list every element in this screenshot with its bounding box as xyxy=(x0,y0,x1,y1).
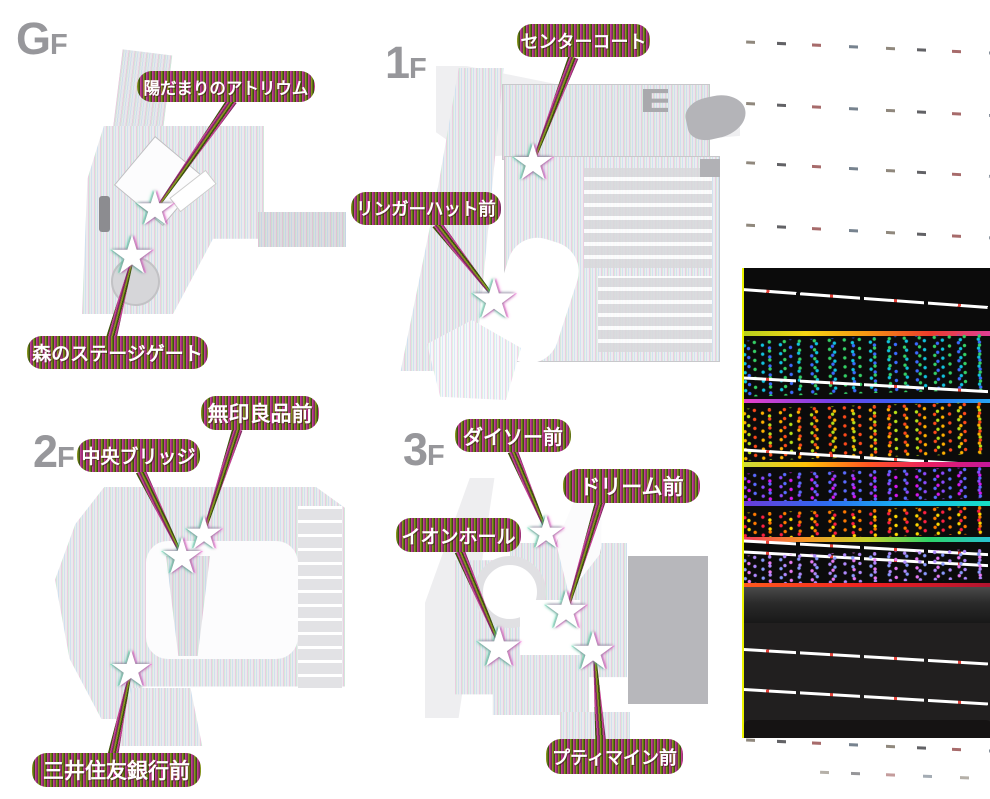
callout-ringer-hut[interactable]: リンガーハット前 xyxy=(351,192,501,225)
callout-center-court[interactable]: センターコート xyxy=(517,24,650,57)
glitch-rainbow-line xyxy=(744,462,990,467)
callout-label: イオンホール xyxy=(401,526,516,548)
callout-muji[interactable]: 無印良品前 xyxy=(201,396,319,430)
callout-label: 三井住友銀行前 xyxy=(43,760,190,783)
floor-number: G xyxy=(16,13,51,64)
1f-map-detail xyxy=(643,89,668,112)
glitched-photo-strip xyxy=(742,268,990,738)
callout-label: プティマイン前 xyxy=(552,747,677,768)
glitch-rainbow-line xyxy=(744,501,990,506)
glitch-rainbow-line xyxy=(744,331,990,336)
floor-suffix: F xyxy=(427,440,445,472)
location-star-icon xyxy=(111,235,153,277)
1f-map-detail xyxy=(700,159,720,177)
floor-number: 3 xyxy=(403,424,428,475)
floor-suffix: F xyxy=(50,29,68,61)
glitch-rainbow-line xyxy=(744,537,990,542)
callout-petit-main[interactable]: プティマイン前 xyxy=(546,739,683,774)
floor-number: 2 xyxy=(33,426,58,477)
glitch-white-line xyxy=(744,687,990,708)
location-star-icon xyxy=(111,650,151,690)
glitch-rainbow-line xyxy=(744,399,990,403)
location-star-icon xyxy=(186,516,222,552)
1f-map-shape xyxy=(502,84,710,160)
glitch-rainbow-line xyxy=(744,583,990,587)
location-star-icon xyxy=(136,190,174,228)
1f-parking-grid xyxy=(584,168,712,268)
location-star-icon xyxy=(545,590,587,632)
location-star-icon xyxy=(477,626,521,670)
glitch-dash-row xyxy=(820,770,990,781)
star-shape xyxy=(111,650,151,687)
callout-mori-stage-gate[interactable]: 森のステージゲート xyxy=(27,336,208,369)
glitch-dash-row xyxy=(746,223,990,240)
star-shape xyxy=(572,631,614,670)
glitch-dash-row xyxy=(746,738,990,753)
glitch-dash-row xyxy=(746,161,990,178)
floor-number: 1 xyxy=(385,37,410,88)
callout-label: センターコート xyxy=(520,31,647,52)
star-shape xyxy=(472,278,516,319)
glitch-dash-row xyxy=(746,40,990,55)
3f-dark-block xyxy=(628,556,708,704)
star-shape xyxy=(477,626,521,667)
callout-chuo-bridge[interactable]: 中央ブリッジ xyxy=(77,439,200,472)
callout-daiso[interactable]: ダイソー前 xyxy=(455,419,571,452)
star-shape xyxy=(513,143,553,180)
callout-label: ドリーム前 xyxy=(579,476,684,499)
location-star-icon xyxy=(528,515,564,551)
location-star-icon xyxy=(572,631,614,673)
2f-shop-slots xyxy=(298,506,342,688)
floor-suffix: F xyxy=(409,53,427,85)
floor-suffix: F xyxy=(57,442,75,474)
glitch-white-line xyxy=(744,647,990,668)
callout-smbc[interactable]: 三井住友銀行前 xyxy=(32,753,201,787)
star-shape xyxy=(528,515,564,548)
glitch-white-line xyxy=(744,287,990,312)
glitch-dot-field xyxy=(744,548,990,586)
location-star-icon xyxy=(472,278,516,322)
location-star-icon xyxy=(162,537,202,577)
gf-map-detail xyxy=(99,196,110,232)
callout-aeon-hall[interactable]: イオンホール xyxy=(396,518,521,552)
star-shape xyxy=(545,590,587,629)
location-star-icon xyxy=(513,143,553,183)
glitch-dark-section xyxy=(744,623,990,738)
star-shape xyxy=(111,235,153,274)
1f-parking-grid xyxy=(598,276,712,352)
glitch-dot-field xyxy=(744,505,990,541)
glitch-bottom-bar xyxy=(744,720,990,738)
glitch-gray-bar xyxy=(744,587,990,623)
callout-label: リンガーハット前 xyxy=(356,199,496,219)
callout-dream[interactable]: ドリーム前 xyxy=(563,469,700,503)
glitch-dash-row xyxy=(746,102,990,117)
glitch-dot-field xyxy=(744,466,990,505)
star-shape xyxy=(136,190,174,225)
gf-map-wing xyxy=(258,212,346,247)
callout-hidamari-atrium[interactable]: 陽だまりのアトリウム xyxy=(137,71,315,102)
callout-label: 中央ブリッジ xyxy=(81,447,196,468)
callout-label: ダイソー前 xyxy=(463,427,563,449)
callout-label: 森のステージゲート xyxy=(32,344,203,365)
callout-label: 陽だまりのアトリウム xyxy=(143,79,309,98)
callout-label: 無印良品前 xyxy=(207,403,313,426)
2f-map-tail xyxy=(116,688,203,746)
star-shape xyxy=(162,537,202,574)
